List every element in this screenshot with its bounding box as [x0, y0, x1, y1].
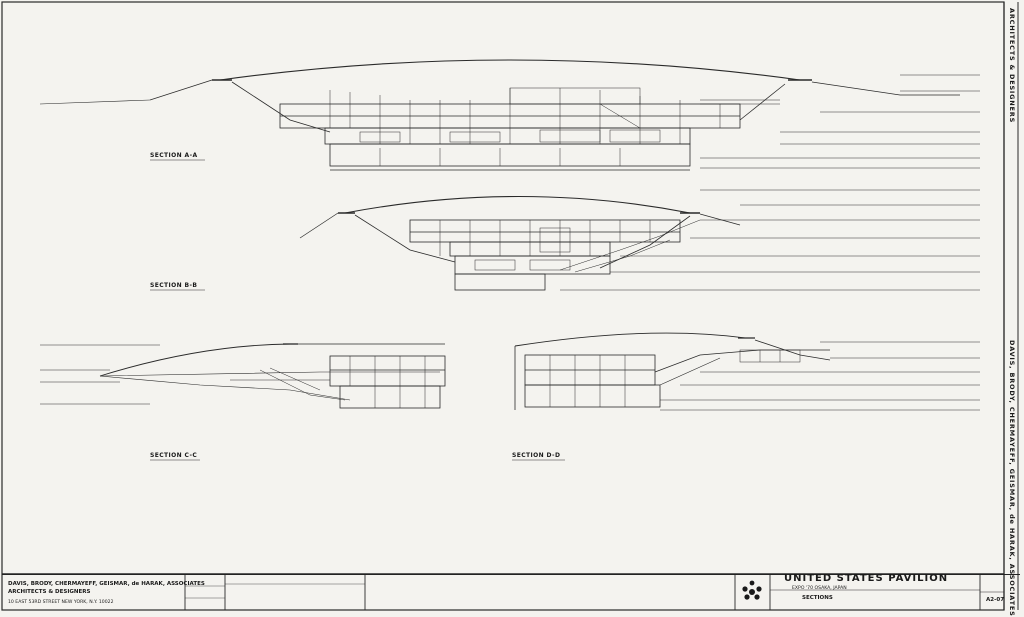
section-d-title: SECTION D-D [512, 452, 561, 459]
section-b-title: SECTION B-B [150, 282, 198, 289]
margin-firm-role: ARCHITECTS & DESIGNERS [1008, 8, 1016, 124]
sheet-border [1, 1, 1005, 611]
firm-role: ARCHITECTS & DESIGNERS [8, 589, 91, 595]
project-subtitle: EXPO '70 OSAKA, JAPAN [792, 586, 847, 591]
sheet-number: A2-07 [986, 597, 1005, 603]
section-a-drawing [39, 59, 980, 171]
project-title: UNITED STATES PAVILION [784, 573, 949, 584]
sheet-title: SECTIONS [802, 595, 833, 601]
firm-address: 10 EAST 53RD STREET NEW YORK, N.Y. 10022 [8, 600, 114, 605]
section-d-drawing [514, 332, 980, 411]
section-b-drawing [299, 189, 980, 291]
section-c-title: SECTION C-C [150, 452, 198, 459]
title-block: DAVIS, BRODY, CHERMAYEFF, GEISMAR, de HA… [2, 574, 1020, 611]
section-c-drawing [40, 343, 446, 409]
section-a-title: SECTION A-A [150, 152, 198, 159]
expo-logo-icon [742, 580, 762, 600]
firm-name: DAVIS, BRODY, CHERMAYEFF, GEISMAR, de HA… [8, 581, 205, 587]
